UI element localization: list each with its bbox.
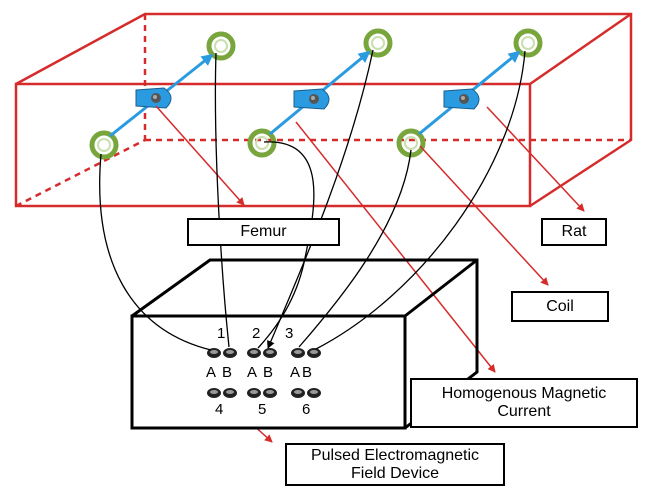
- label-device-line1: Pulsed Electromagnetic: [310, 446, 480, 464]
- label-pemf-device: Pulsed Electromagnetic Field Device: [285, 443, 505, 486]
- label-femur-text: Femur: [240, 223, 287, 240]
- socket-6b: [307, 388, 321, 398]
- socket-4b: [223, 388, 237, 398]
- port-number-3: 3: [285, 325, 293, 342]
- port-1-label-b: B: [222, 364, 232, 381]
- port-number-4: 4: [215, 401, 223, 418]
- femur-left: [135, 87, 172, 109]
- coil-rear-right: [513, 28, 543, 58]
- device-sockets: [207, 348, 321, 398]
- label-coil: Coil: [511, 291, 609, 322]
- wire-front-right-to-3a: [298, 149, 412, 348]
- arrow-to-femur-label: [155, 105, 245, 206]
- wire-front-middle-to-2a: [257, 141, 315, 349]
- port-number-6: 6: [302, 401, 310, 418]
- port-number-5: 5: [258, 401, 266, 418]
- label-femur: Femur: [187, 218, 340, 246]
- wire-rear-right-to-3b: [315, 50, 526, 350]
- rat-enclosure: [14, 12, 633, 208]
- socket-6a: [291, 388, 305, 398]
- coil-front-middle: [247, 128, 277, 158]
- coil-rear-left: [206, 31, 236, 61]
- port-number-2: 2: [252, 325, 260, 342]
- femur-right: [443, 88, 480, 110]
- femur-middle: [293, 88, 330, 110]
- port-2-label-b: B: [263, 364, 273, 381]
- socket-3b: [307, 348, 321, 358]
- arrow-to-coil-label: [419, 145, 549, 286]
- label-magnetic-line2: Current: [497, 403, 551, 420]
- wire-rear-middle-to-2b: [267, 49, 374, 349]
- pemf-device: [130, 258, 479, 430]
- label-device-line2: Field Device: [350, 464, 440, 482]
- coil-rear-middle: [363, 28, 393, 58]
- label-magnetic-current: Homogenous Magnetic Current: [410, 378, 638, 428]
- socket-5b: [263, 388, 277, 398]
- socket-5a: [247, 388, 261, 398]
- socket-4a: [207, 388, 221, 398]
- label-magnetic-line1: Homogenous Magnetic: [441, 385, 607, 402]
- label-rat-text: Rat: [561, 223, 587, 240]
- wire-rear-left-to-1b: [214, 52, 230, 348]
- socket-2a: [247, 348, 261, 358]
- femurs: [135, 87, 480, 110]
- port-1-label-a: A: [206, 364, 216, 381]
- coil-front-left: [89, 130, 119, 160]
- coil-front-right: [396, 128, 426, 158]
- port-3-label-a: A: [290, 364, 300, 381]
- port-number-1: 1: [217, 325, 225, 342]
- port-3-label-b: B: [302, 364, 312, 381]
- label-rat: Rat: [541, 218, 607, 246]
- socket-2b: [263, 348, 277, 358]
- coils: [89, 28, 543, 160]
- port-2-label-a: A: [247, 364, 257, 381]
- pointer-arrows: [155, 105, 585, 443]
- socket-3a: [291, 348, 305, 358]
- arrow-to-rat-label: [486, 106, 585, 212]
- socket-1b: [223, 348, 237, 358]
- wire-front-left-to-1a: [99, 153, 212, 351]
- device-port-labels: 1 2 3 A B A B A B 4 5 6: [206, 325, 312, 418]
- arrow-to-magnetic-label: [295, 121, 496, 373]
- wires: [99, 49, 526, 351]
- label-coil-text: Coil: [546, 297, 574, 315]
